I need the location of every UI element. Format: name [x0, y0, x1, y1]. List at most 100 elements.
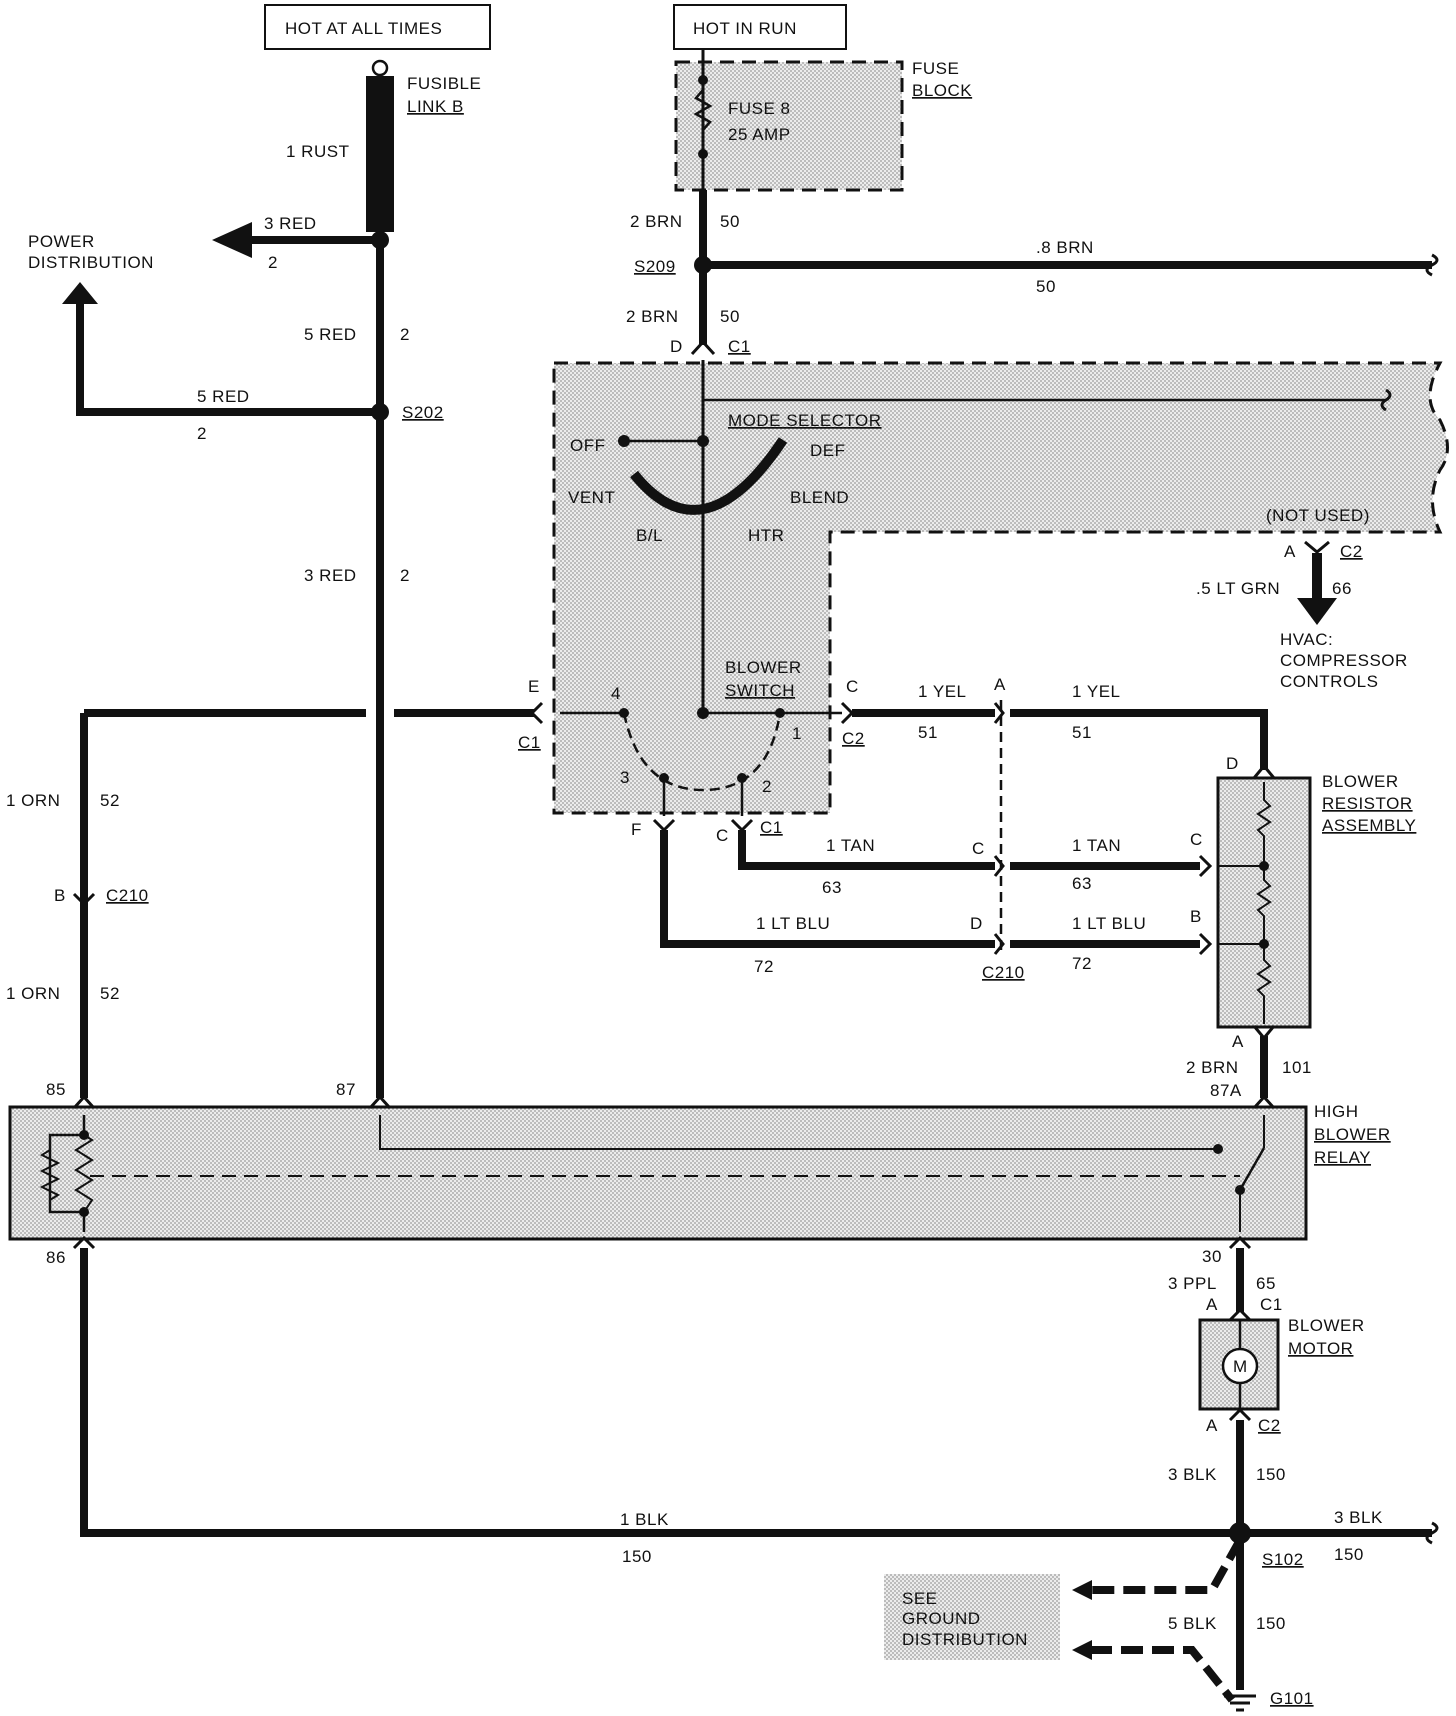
relay-coil-wind [74, 1134, 94, 1213]
relay-pin-86: 86 [46, 1248, 66, 1267]
ltblu-conn-c210: C210 [982, 963, 1025, 982]
resistor-label-1: BLOWER [1322, 772, 1399, 791]
connector-res-c [1198, 854, 1213, 878]
ground-wire-2: 3 BLK [1334, 1508, 1383, 1527]
fusible-wire-label: 1 RUST [286, 142, 349, 161]
ground-wire-1: 1 BLK [620, 1510, 669, 1529]
resistor-zigzag-3 [1256, 944, 1272, 1024]
power-dist-arrow-left [212, 222, 252, 258]
ground-wire-3: 5 BLK [1168, 1614, 1217, 1633]
fusible-link-label-2: LINK B [407, 97, 464, 116]
branch-circuit: 50 [1036, 277, 1056, 296]
motor-blk-wire: 3 BLK [1168, 1465, 1217, 1484]
power-dist-wire-1: 3 RED [264, 214, 317, 233]
ground-note-box [884, 1574, 1060, 1660]
relay-pin-87: 87 [336, 1080, 356, 1099]
high-blower-relay-box [8, 1105, 1308, 1241]
wire-ltblu-a [660, 830, 995, 948]
relay-switch-arm [1238, 1147, 1266, 1191]
hvac-label-3: CONTROLS [1280, 672, 1378, 691]
s209-label: S209 [634, 257, 676, 276]
wire-break-mode [1380, 388, 1392, 412]
s202-label: S202 [402, 403, 444, 422]
power-dist-arrow-up [62, 282, 98, 304]
resistor-pin-c: C [1190, 830, 1203, 849]
connector-87 [368, 1094, 392, 1110]
connector-85 [72, 1094, 96, 1110]
relay-87-path [379, 1115, 1218, 1150]
yel-pin-a: A [994, 675, 1006, 694]
ltblu-circuit-2: 72 [1072, 954, 1092, 973]
hvac-arrow-down [1297, 598, 1337, 625]
mode-bl: B/L [636, 526, 663, 545]
mode-off: OFF [570, 436, 606, 455]
fusible-link-label-1: FUSIBLE [407, 74, 481, 93]
fuse-dot-bottom [698, 149, 708, 159]
motor-label-1: BLOWER [1288, 1316, 1365, 1335]
top-wire-1: 2 BRN [630, 212, 683, 231]
switch-pos-2: 2 [762, 777, 772, 796]
yel-circuit-1: 51 [918, 723, 938, 742]
blower-resistor-assembly-box [1216, 776, 1312, 1029]
switch-pos-4: 4 [611, 684, 621, 703]
resistor-zigzag-1 [1256, 782, 1272, 866]
connector-motor-c2 [1228, 1407, 1252, 1422]
fuse-block [674, 60, 904, 192]
switch-pin-c-bottom: C [716, 826, 729, 845]
ltblu-wire-2: 1 LT BLU [1072, 914, 1146, 933]
orn-circuit-2: 52 [100, 984, 120, 1003]
relay-label-2: BLOWER [1314, 1125, 1391, 1144]
hvac-label-1: HVAC: [1280, 630, 1333, 649]
connector-86 [72, 1235, 96, 1250]
splice-fusible [371, 231, 389, 249]
motor-blk-circuit: 150 [1256, 1465, 1286, 1484]
see-ground-2: GROUND [902, 1609, 981, 1628]
hvac-control-assembly [552, 361, 1449, 815]
ground-branch-lower [1090, 1646, 1236, 1703]
splice-s202 [371, 403, 389, 421]
ltblu-circuit-1: 72 [754, 957, 774, 976]
hvac-wire: .5 LT GRN [1196, 579, 1280, 598]
yel-wire-1: 1 YEL [918, 682, 967, 701]
connector-res-a [1252, 1025, 1276, 1041]
splice-s102 [1229, 1522, 1251, 1544]
top-pin-d: D [670, 337, 683, 356]
g101-label: G101 [1270, 1689, 1314, 1708]
top-wire-2: 2 BRN [626, 307, 679, 326]
relay-brn-circuit: 101 [1282, 1058, 1312, 1077]
resistor-pin-d: D [1226, 754, 1239, 773]
orn-wire-1: 1 ORN [6, 791, 60, 810]
switch-dot-3 [659, 773, 669, 783]
switch-dot-1 [775, 708, 785, 718]
mode-not-used: (NOT USED) [1266, 506, 1370, 525]
switch-dot-4 [619, 708, 629, 718]
blower-switch-label-2: SWITCH [725, 681, 795, 700]
power-dist-label-1: POWER [28, 232, 95, 251]
mode-blend: BLEND [790, 488, 849, 507]
resistor-label-3: ASSEMBLY [1322, 816, 1416, 835]
wire-1-blk [80, 1248, 1432, 1537]
orn-wire-2: 1 ORN [6, 984, 60, 1003]
connector-c-tan [993, 855, 1005, 877]
ltblu-pin-d: D [970, 914, 983, 933]
wire-5-red-power [76, 300, 380, 416]
relay-pin-87a: 87A [1210, 1081, 1242, 1100]
connector-c2-hvac [1304, 540, 1330, 554]
switch-conn-c1-left: C1 [518, 733, 541, 752]
power-dist-circuit-1: 2 [268, 253, 278, 272]
connector-f [652, 818, 676, 833]
relay-label-3: RELAY [1314, 1148, 1371, 1167]
header-hot-in-run: HOT IN RUN [693, 19, 797, 38]
see-ground-3: DISTRIBUTION [902, 1630, 1028, 1649]
resistor-dot-c [1259, 861, 1269, 871]
blower-switch-arc [622, 712, 782, 792]
switch-pos-1: 1 [792, 724, 802, 743]
connector-a-yel [993, 702, 1005, 724]
switch-pos-3: 3 [620, 768, 630, 787]
switch-conn-c1-bottom: C1 [760, 818, 783, 837]
ground-arrow-upper [1072, 1580, 1092, 1600]
left-wire-label-2: 3 RED [304, 566, 357, 585]
s102-label: S102 [1262, 1550, 1304, 1569]
